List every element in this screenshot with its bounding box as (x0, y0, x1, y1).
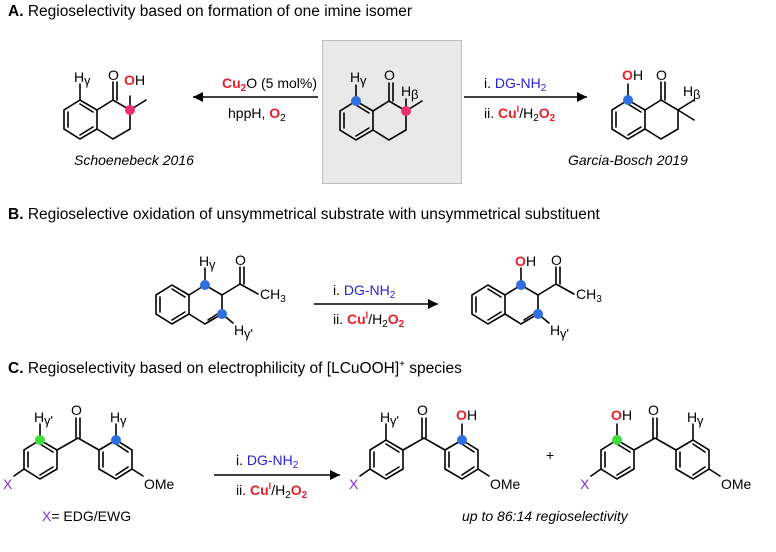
dot-gamma-prime (217, 309, 227, 319)
atom-o: O (384, 67, 395, 83)
atom-o: O (108, 67, 119, 83)
label-gamma-prime: γ' (560, 326, 569, 341)
dot-gamma-oh (457, 435, 467, 445)
atom-o: O (551, 252, 562, 268)
atom-x: X (580, 476, 590, 492)
ref-garcia-bosch: Garcia-Bosch 2019 (568, 152, 688, 168)
section-b-title: B. Regioselective oxidation of unsymmetr… (8, 206, 600, 223)
dot-gamma (200, 280, 210, 290)
atom-x: X (3, 476, 13, 492)
atom-oh-o: O (124, 72, 135, 88)
tetralone-8-hydroxy-product: O H O H β (611, 67, 700, 140)
benzophenone-product-1: H γ' O O H X OMe (349, 402, 521, 492)
atom-x: X (349, 476, 359, 492)
atom-oh-h: H (135, 72, 145, 88)
atom-oh-h: H (467, 407, 477, 423)
atom-oh-o: O (611, 407, 622, 423)
atom-h-gamma: H (74, 69, 84, 85)
label-gamma-prime: γ' (44, 413, 53, 428)
label-gamma: γ (360, 73, 367, 88)
label-gamma-prime: γ' (390, 413, 399, 428)
section-c-title: C. Regioselectivity based on electrophil… (8, 359, 462, 378)
cond-cu-h2o2: ii. CuI/H2O2 (236, 481, 308, 501)
atom-h-beta: H (683, 83, 693, 99)
atom-oh-h: H (622, 407, 632, 423)
atom-h-gamma-prime: H (234, 322, 244, 338)
atom-h-gamma-prime: H (34, 409, 44, 425)
atom-oh-h: H (526, 253, 536, 269)
atom-o: O (648, 402, 659, 418)
label-gamma: γ (84, 73, 91, 88)
ref-schoenebeck: Schoenebeck 2016 (74, 152, 194, 168)
atom-oh-h: H (633, 67, 643, 83)
atom-oh-o: O (456, 407, 467, 423)
dot-beta (401, 106, 411, 116)
x-definition: X= EDG/EWG (42, 508, 131, 524)
dot-gamma-oh (516, 280, 526, 290)
atom-ch3: CH3 (576, 286, 602, 305)
cond-cu-h2o2: ii. CuI/H2O2 (484, 104, 556, 124)
arrow-right-a: i. DG-NH2 ii. CuI/H2O2 (464, 75, 587, 124)
dot-gamma-prime-oh (612, 435, 622, 445)
atom-oh-o: O (622, 67, 633, 83)
atom-o: O (656, 67, 667, 83)
atom-h-gamma-prime: H (380, 409, 390, 425)
atom-o: O (71, 402, 82, 418)
cond-dg-nh2: i. DG-NH2 (236, 452, 299, 471)
starting-material-box (322, 40, 462, 184)
dot-gamma-prime (35, 435, 45, 445)
label-gamma: γ (209, 257, 216, 272)
atom-h-gamma: H (350, 69, 360, 85)
selectivity-note: up to 86:14 regioselectivity (462, 508, 629, 524)
benzophenone-substrate: H γ' O H γ X OMe (3, 402, 175, 492)
atom-o: O (235, 252, 246, 268)
label-gamma: γ (120, 413, 127, 428)
dot-gamma (111, 435, 121, 445)
atom-h-beta: H (401, 83, 411, 99)
atom-ome: OMe (144, 476, 175, 492)
tetralone-hydroxy-product: O O H H γ (63, 67, 147, 140)
label-beta: β (693, 87, 700, 102)
dot-gamma (351, 96, 361, 106)
arrow-c: i. DG-NH2 ii. CuI/H2O2 (214, 452, 340, 501)
benzophenone-product-2: O H O H γ X OMe (580, 402, 752, 492)
dot-gamma-prime (533, 309, 543, 319)
cond-dg-nh2: i. DG-NH2 (333, 282, 396, 301)
label-beta: β (411, 87, 418, 102)
atom-h-gamma: H (110, 409, 120, 425)
plus-sign: + (546, 447, 554, 463)
acetonaphthone-substrate: H γ O CH3 H γ' (155, 252, 286, 341)
dot-alpha (125, 105, 135, 115)
atom-h-gamma-prime: H (550, 322, 560, 338)
cond-hpph-o2: hppH, O2 (228, 105, 286, 124)
atom-h-gamma: H (687, 409, 697, 425)
atom-ome: OMe (490, 476, 521, 492)
cond-dg-nh2: i. DG-NH2 (484, 75, 547, 94)
cond-cu-h2o2: ii. CuI/H2O2 (333, 310, 405, 330)
dot-gamma-oh (623, 95, 633, 105)
arrow-left-a: Cu2O (5 mol%) hppH, O2 (193, 75, 318, 124)
tetralone-starting-material: O H γ H β (339, 67, 423, 141)
atom-ch3: CH3 (260, 286, 286, 305)
label-gamma-prime: γ' (244, 326, 253, 341)
atom-o: O (417, 402, 428, 418)
atom-h-gamma: H (199, 253, 209, 269)
hydroxy-acetonaphthone-product: O H O CH3 H γ' (471, 252, 602, 341)
atom-oh-o: O (515, 253, 526, 269)
cond-cu2o: Cu2O (5 mol%) (222, 75, 317, 94)
atom-ome: OMe (721, 476, 752, 492)
label-gamma: γ (697, 413, 704, 428)
arrow-b: i. DG-NH2 ii. CuI/H2O2 (314, 282, 438, 330)
section-a-title: A. Regioselectivity based on formation o… (8, 3, 413, 20)
